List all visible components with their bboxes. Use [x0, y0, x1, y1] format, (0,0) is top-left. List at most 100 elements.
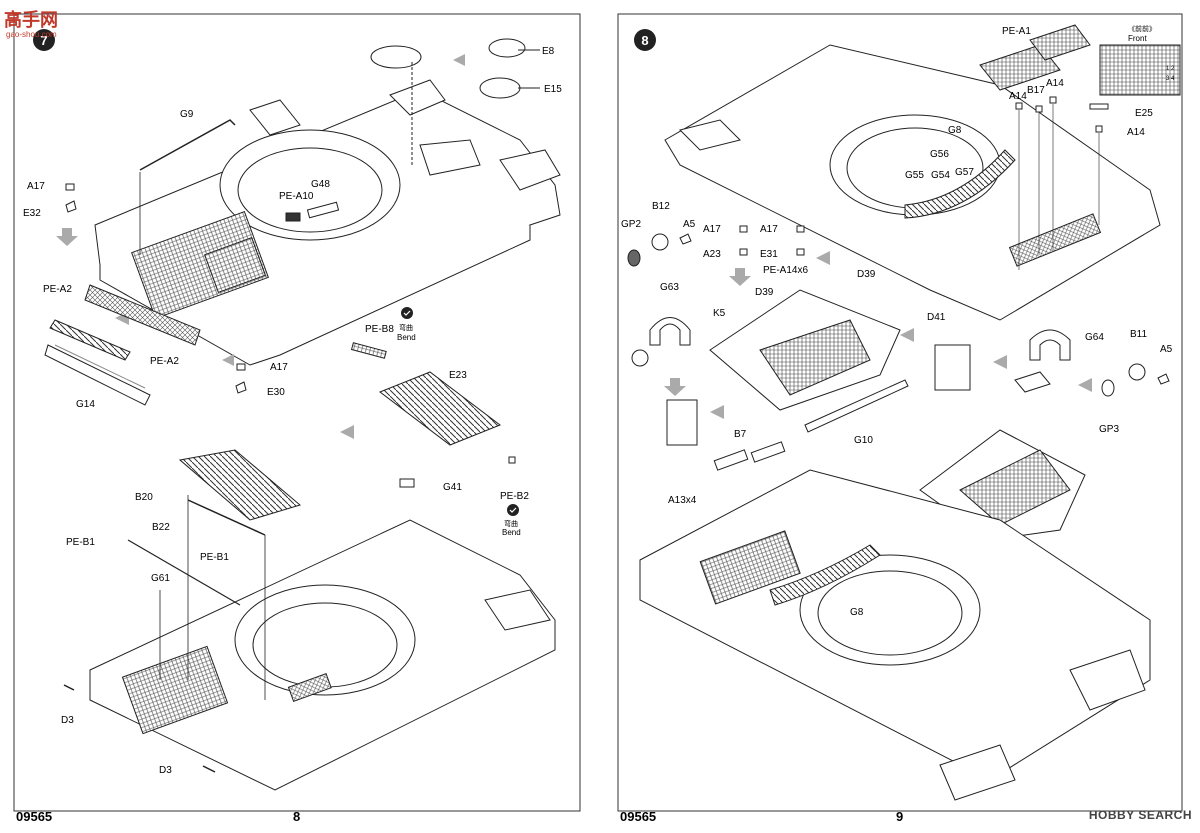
label-D3-bottom: D3	[159, 765, 172, 776]
assembly-arrows	[56, 54, 1092, 439]
label-A23: A23	[703, 249, 721, 260]
diagram-text: 弯曲	[504, 519, 518, 528]
left-page-frame	[13, 13, 581, 812]
hobby-search-watermark: HOBBY SEARCH	[1089, 808, 1192, 822]
diagram-text: Bend	[502, 528, 521, 537]
label-E25: E25	[1135, 108, 1153, 119]
label-G14: G14	[76, 399, 95, 410]
label-G55: G55	[905, 170, 924, 181]
part-PE-A1-b	[1029, 24, 1091, 61]
label-G8-top: G8	[948, 125, 962, 136]
label-G56: G56	[930, 149, 949, 160]
label-G10: G10	[854, 435, 873, 446]
left-page-number: 8	[293, 809, 300, 824]
part-PE-A1-a	[979, 44, 1061, 91]
site-watermark-sub: gao-shou.com	[6, 30, 57, 39]
label-E8: E8	[542, 46, 555, 57]
label-PE-B1-right: PE-B1	[200, 552, 229, 563]
label-GP2: GP2	[621, 219, 641, 230]
label-A17-right-b: A17	[760, 224, 778, 235]
diagram-text: 3	[1166, 76, 1170, 82]
part-PE-B8	[350, 342, 387, 359]
label-G64: G64	[1085, 332, 1104, 343]
diagram-text: Bend	[397, 333, 416, 342]
part-G10	[804, 379, 909, 433]
label-GP3: GP3	[1099, 424, 1119, 435]
label-A5-right: A5	[1160, 344, 1173, 355]
label-G9: G9	[180, 109, 194, 120]
label-A17-mid: A17	[270, 362, 288, 373]
label-G54: G54	[931, 170, 950, 181]
part-G63-assembled	[666, 399, 698, 446]
part-G9	[139, 119, 236, 171]
label-B20: B20	[135, 492, 153, 503]
label-PE-B2: PE-B2	[500, 491, 529, 502]
label-D39-b: D39	[857, 269, 876, 280]
label-G61: G61	[151, 573, 170, 584]
diagram-text: 弯曲	[399, 323, 413, 332]
diagram-text: 2	[1171, 66, 1175, 72]
label-E32: E32	[23, 208, 41, 219]
part-G41	[399, 478, 415, 488]
part-G14-stack	[44, 284, 201, 406]
label-B17: B17	[1027, 85, 1045, 96]
diagram-text: 8	[641, 33, 648, 48]
label-K5: K5	[713, 308, 726, 319]
label-E15: E15	[544, 84, 562, 95]
label-B22: B22	[152, 522, 170, 533]
hull-upper-right-drawing	[664, 44, 1161, 321]
label-B11: B11	[1130, 329, 1147, 340]
diagram-text: 1	[1166, 66, 1170, 72]
label-D41: D41	[927, 312, 946, 323]
label-B7: B7	[734, 429, 747, 440]
label-D39-a: D39	[755, 287, 774, 298]
label-G57: G57	[955, 167, 974, 178]
watermark-text: 高手网	[4, 10, 58, 31]
step-7-badge: 7	[33, 29, 55, 51]
label-G8-bottom: G8	[850, 607, 864, 618]
label-B12: B12	[652, 201, 670, 212]
part-G63	[649, 317, 691, 346]
diagram-text: 7	[40, 33, 47, 48]
label-E23: E23	[449, 370, 467, 381]
diagram-text: 4	[1171, 76, 1175, 82]
label-G48: G48	[311, 179, 330, 190]
label-A17-top: A17	[27, 181, 45, 192]
right-page-frame	[617, 13, 1183, 812]
label-G41: G41	[443, 482, 462, 493]
right-product-code: 09565	[620, 809, 656, 824]
label-A14-c: A14	[1127, 127, 1145, 138]
step-8-badge: 8	[634, 29, 656, 51]
label-E31: E31	[760, 249, 778, 260]
label-PE-B8: PE-B8	[365, 324, 394, 335]
hull-lower-left-drawing	[89, 519, 556, 791]
label-A5-left: A5	[683, 219, 696, 230]
label-PE-A14x6: PE-A14x6	[763, 265, 808, 276]
diagram-text: 《前前》	[1128, 24, 1156, 33]
bend-icon-bottom: 弯曲 Bend	[502, 504, 521, 537]
label-PE-A2-right: PE-A2	[150, 356, 179, 367]
right-page-number: 9	[896, 809, 903, 824]
watermark-bottom-text: HOBBY SEARCH	[1088, 808, 1192, 822]
label-PE-A1: PE-A1	[1002, 26, 1031, 37]
label-PE-A10: PE-A10	[279, 191, 314, 202]
label-A14-a: A14	[1009, 91, 1027, 102]
part-E23	[378, 371, 502, 446]
site-watermark: 高手网	[4, 6, 58, 32]
part-G64-assembled	[934, 344, 971, 391]
label-A13x4: A13x4	[668, 495, 697, 506]
bend-icon-top: 弯曲 Bend	[397, 307, 416, 342]
label-PE-A2-left: PE-A2	[43, 284, 72, 295]
label-PE-B1-left: PE-B1	[66, 537, 95, 548]
label-A14-b: A14	[1046, 78, 1064, 89]
left-product-code: 09565	[16, 809, 52, 824]
label-G63: G63	[660, 282, 679, 293]
diagram-text: Front	[1128, 34, 1147, 43]
hull-upper-left-drawing	[94, 79, 561, 366]
hull-lower-right-drawing	[639, 469, 1151, 801]
part-G64	[1029, 329, 1071, 361]
part-E23-lower	[178, 449, 302, 521]
label-A17-right-a: A17	[703, 224, 721, 235]
front-reference-grid: 《前前》 Front 1 2 3 4	[1099, 24, 1181, 96]
